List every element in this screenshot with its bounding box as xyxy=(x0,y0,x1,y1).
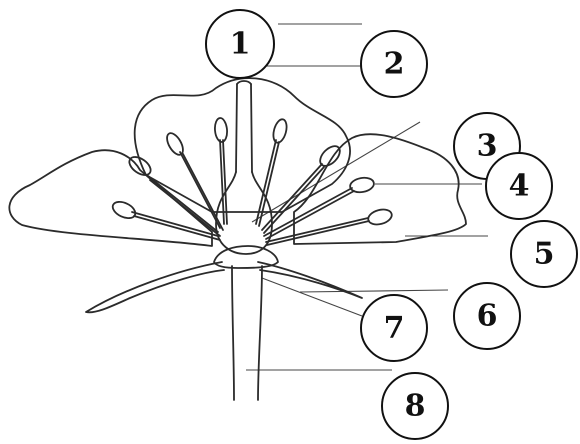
callout-number: 6 xyxy=(477,299,498,334)
petals xyxy=(9,78,466,246)
stamen-anther xyxy=(367,207,394,227)
sepals xyxy=(86,262,362,312)
leader-line-7 xyxy=(262,278,362,316)
callout-number: 4 xyxy=(509,169,530,204)
stamen-anther xyxy=(164,131,186,158)
petal-right xyxy=(294,134,466,244)
callout-number: 7 xyxy=(384,311,405,346)
petal-left xyxy=(9,150,212,246)
callout-1: 1 xyxy=(206,10,274,78)
callout-number: 3 xyxy=(477,129,498,164)
leader-line-6 xyxy=(300,290,448,292)
stamen-anther xyxy=(271,118,289,144)
stamen-8 xyxy=(266,207,393,245)
callout-number: 8 xyxy=(405,389,426,424)
callout-2: 2 xyxy=(361,31,427,97)
stem xyxy=(232,266,262,400)
callout-5: 5 xyxy=(511,221,577,287)
callout-number: 2 xyxy=(384,47,405,82)
pistil-style xyxy=(236,84,252,172)
stamen-4 xyxy=(214,118,228,224)
stamen-anther xyxy=(110,199,138,222)
pistil-stigma xyxy=(237,81,251,84)
stamen-anther xyxy=(126,153,154,178)
callout-8: 8 xyxy=(382,373,448,439)
callout-7: 7 xyxy=(361,295,427,361)
stamen-anther xyxy=(349,176,375,194)
sepal-left xyxy=(86,262,224,312)
stamen-anther xyxy=(214,118,228,143)
stamen-filament xyxy=(267,221,369,245)
callout-6: 6 xyxy=(454,283,520,349)
callout-4: 4 xyxy=(486,153,552,219)
sepal-right xyxy=(258,262,362,298)
callouts: 1 2 3 4 5 6 7 8 xyxy=(206,10,577,439)
callout-number: 5 xyxy=(534,237,555,272)
callout-number: 1 xyxy=(230,27,251,62)
